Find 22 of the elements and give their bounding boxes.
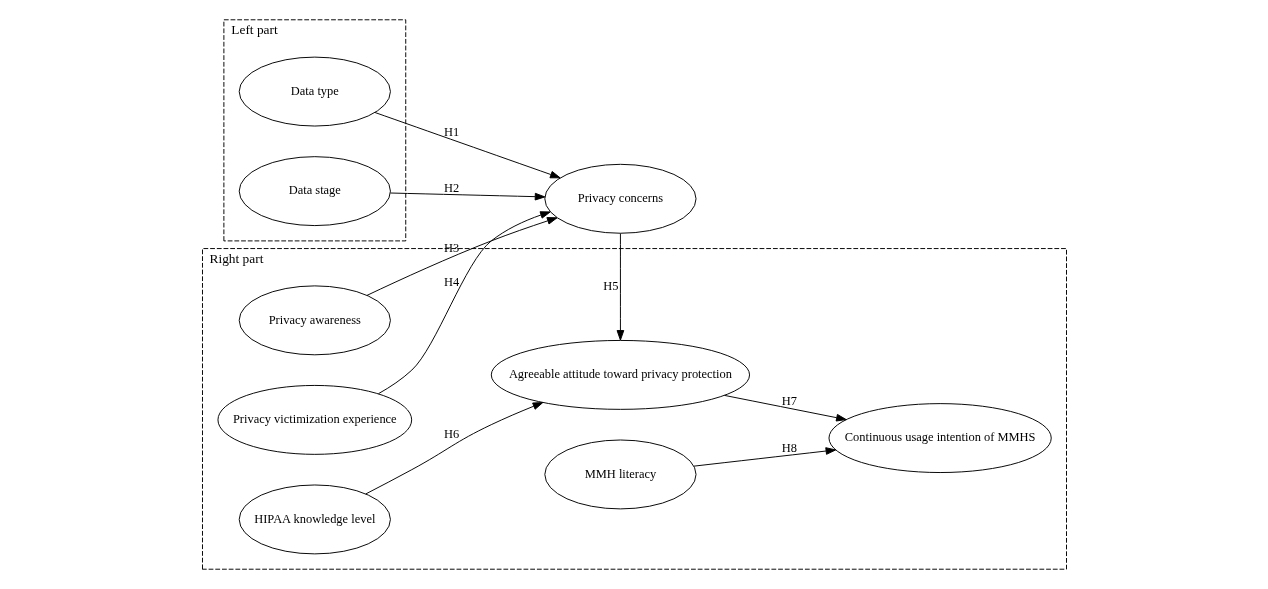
edge-label: H4 <box>443 275 459 290</box>
edge-label: H5 <box>602 279 618 294</box>
node-ellipse: Continuous usage intention of MMHS <box>828 403 1052 473</box>
arrow <box>374 112 561 179</box>
edge-label: H1 <box>443 124 459 139</box>
node-ellipse: MMH literacy <box>543 439 697 510</box>
arrow <box>364 402 543 495</box>
node-ellipse: Privacy awareness <box>238 285 391 356</box>
edge-label: H6 <box>443 427 459 442</box>
arrow <box>366 217 557 296</box>
arrow <box>723 394 847 422</box>
edge-label: H8 <box>781 440 797 455</box>
arrow <box>616 233 624 341</box>
arrow <box>692 447 836 467</box>
node-ellipse: HIPAA knowledge level <box>238 484 391 555</box>
arrow <box>377 211 551 395</box>
edge-label: H2 <box>443 180 459 195</box>
arrow <box>389 192 545 201</box>
node-ellipse: Data type <box>238 56 391 127</box>
edge-label: H7 <box>781 393 797 408</box>
node-ellipse: Privacy victimization experience <box>216 384 412 455</box>
node-ellipse: Data stage <box>238 156 391 227</box>
